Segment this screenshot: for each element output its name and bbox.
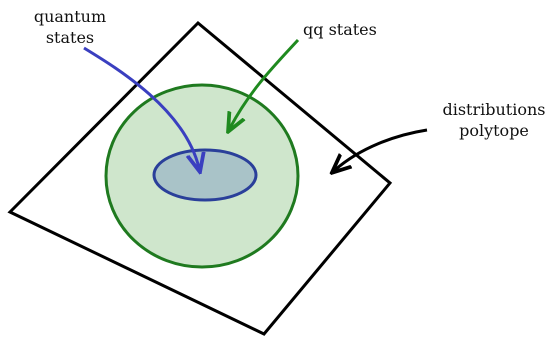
distributions-polytope: [7, 20, 393, 336]
quantum-states-arrow: [83, 46, 199, 168]
distributions-polytope-label-line2: polytope: [459, 121, 529, 140]
quantum-states-region: [152, 148, 258, 202]
qq-states-arrow: [230, 38, 300, 128]
polytope-arrow: [335, 128, 428, 170]
distributions-polytope-label-line1: distributions: [442, 100, 545, 119]
quantum-states-label-line1: quantum: [34, 7, 106, 26]
qq-states-label: qq states: [303, 20, 377, 39]
quantum-states-label-line2: states: [46, 28, 94, 47]
